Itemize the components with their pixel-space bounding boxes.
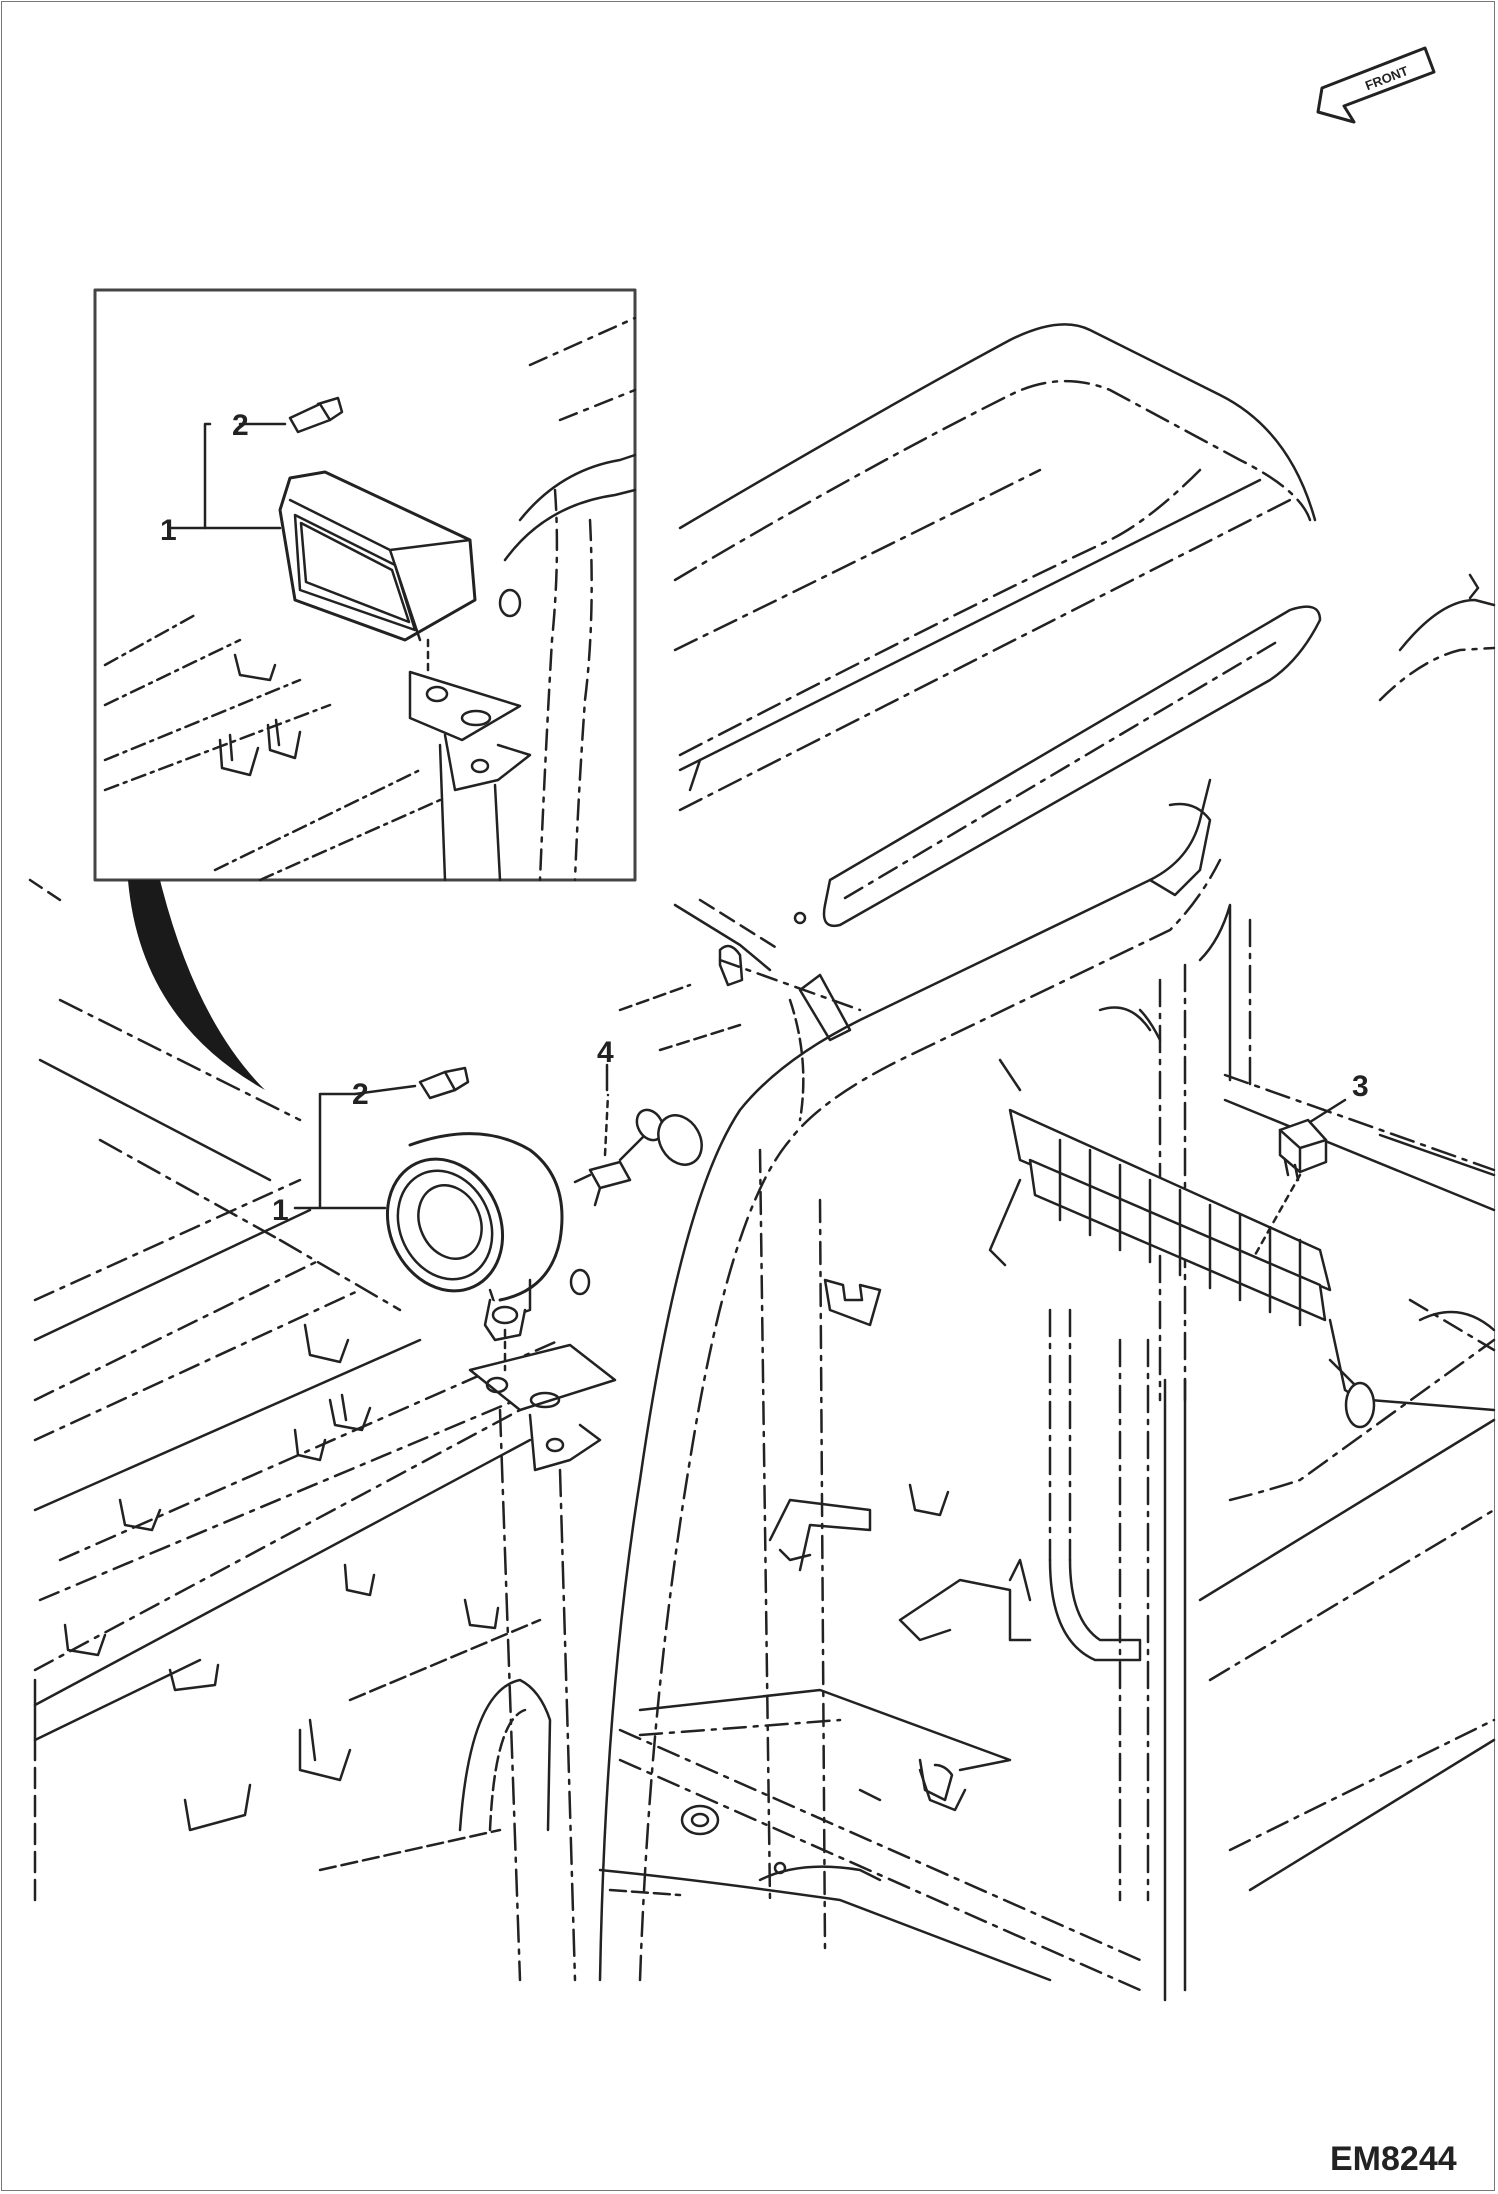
inset-detail: 1 2 — [93, 288, 637, 882]
main-callout-1: 1 — [272, 1194, 289, 1227]
main-callout-3: 3 — [1352, 1070, 1369, 1103]
inset-callout-1: 1 — [160, 514, 177, 547]
inset-callout-2: 2 — [232, 409, 249, 442]
main-callout-4: 4 — [597, 1036, 614, 1069]
front-arrow-icon: FRONT — [1316, 46, 1436, 124]
figure-code: EM8244 — [1330, 2140, 1457, 2178]
main-callout-2: 2 — [352, 1078, 369, 1111]
detail-pointer-arrow — [128, 880, 265, 1090]
main-assembly: 1 2 3 4 — [28, 323, 1496, 2002]
